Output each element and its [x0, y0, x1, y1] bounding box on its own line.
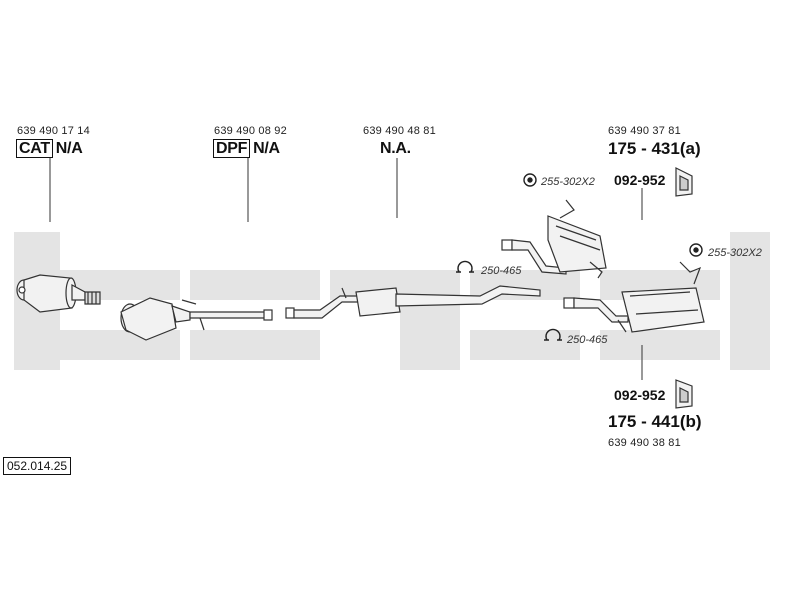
ring-icon-mid	[456, 260, 474, 273]
catalytic-converter	[16, 274, 101, 313]
rear-b-bracket-code: 092-952	[614, 387, 666, 403]
rear-b-code: 175 - 441(b)	[608, 412, 702, 431]
ring-rear-ref: 250-465	[567, 334, 608, 346]
ring-mid-ref: 250-465	[481, 265, 522, 277]
middle-part-number: 639 490 48 81	[363, 125, 436, 137]
clamp-icon-top	[523, 173, 537, 187]
diesel-particulate-filter	[120, 297, 273, 341]
rear-silencer-b	[563, 261, 705, 333]
rear-a-part-number: 639 490 37 81	[608, 125, 681, 137]
clamp-top-ref: 255-302X2	[541, 176, 595, 188]
bracket-icon-a	[675, 167, 693, 197]
dpf-code-box: DPF	[213, 139, 251, 158]
rear-a-bracket-code: 092-952	[614, 172, 666, 188]
diagram-id-box: 052.014.25	[3, 457, 72, 475]
cat-code-suffix: N/A	[55, 140, 83, 157]
cat-part-number: 639 490 17 14	[17, 125, 90, 137]
middle-silencer	[285, 285, 541, 319]
clamp-icon-right	[689, 243, 703, 257]
bracket-icon-b	[675, 379, 693, 409]
clamp-right-ref: 255-302X2	[708, 247, 762, 259]
leader-lines	[49, 158, 643, 380]
rear-a-code: 175 - 431(a)	[608, 139, 701, 158]
rear-b-part-number: 639 490 38 81	[608, 437, 681, 449]
cat-code-box: CAT	[16, 139, 53, 158]
dpf-code-suffix: N/A	[253, 140, 280, 157]
dpf-part-number: 639 490 08 92	[214, 125, 287, 137]
middle-code: N.A.	[380, 140, 411, 157]
rear-silencer-a	[501, 199, 607, 279]
ring-icon-rear	[544, 328, 562, 341]
